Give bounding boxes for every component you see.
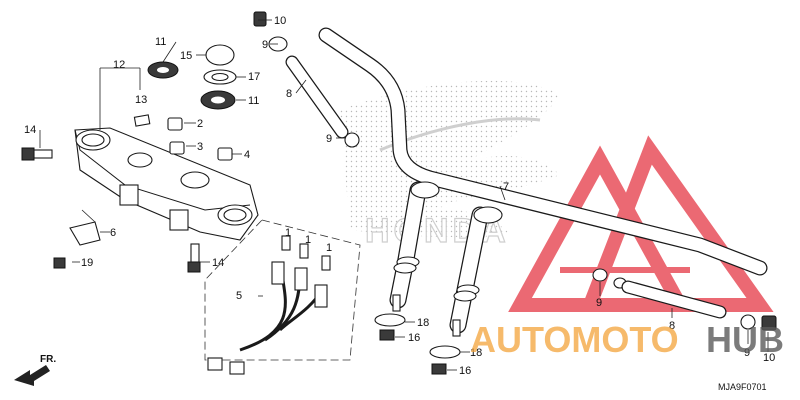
callout-17: 17 [248,71,260,83]
top-bridge [74,127,259,241]
wire-clamp-6 [69,209,101,246]
honda-wing-logo: HONDA [340,80,560,251]
plug-13 [133,114,151,127]
callout-9-lower-right: 9 [744,347,750,359]
callout-9-mid: 9 [326,133,332,145]
callout-16-b: 16 [459,365,471,377]
bolt-19 [53,257,66,269]
front-direction-label: FR. [40,354,56,365]
callout-18-a: 18 [417,317,429,329]
callout-3: 3 [197,141,203,153]
callout-1-b: 1 [305,234,311,246]
bar-end-upper [253,11,360,148]
callout-10-top: 10 [274,15,286,27]
callout-11-bottom: 11 [248,95,259,107]
callout-10-lower: 10 [763,352,775,364]
callout-15: 15 [180,50,192,62]
callout-18-b: 18 [470,347,482,359]
callout-1-a: 1 [285,227,291,239]
callout-14-left: 14 [24,124,36,136]
leader-lines [39,19,769,371]
callout-6: 6 [110,227,116,239]
watermark-hub: HUB [706,319,784,360]
callout-11-top: 11 [155,36,166,48]
bar-end-lower [592,268,777,331]
callout-8-lower: 8 [669,320,675,332]
callout-9-lower-left: 9 [596,297,602,309]
caps-2-3-4 [167,117,233,161]
callout-13: 13 [135,94,147,106]
diagram-code: MJA9F0701 [718,382,767,392]
bolt-14-lower [187,243,201,273]
callout-12: 12 [113,59,125,71]
handlebar [318,27,768,337]
watermark-text: AUTOMOTO HUB [470,319,784,360]
wire-harness [204,219,361,375]
callout-14-lower: 14 [212,257,224,269]
washers-16-18 [374,313,461,375]
callout-19: 19 [81,257,93,269]
callout-4: 4 [244,149,250,161]
watermark-automoto: AUTOMOTO [470,319,679,360]
callout-16-a: 16 [408,332,420,344]
callout-7: 7 [503,181,509,193]
washers-11-15-17 [147,44,237,110]
callout-9-top: 9 [262,39,268,51]
callouts: 11 15 17 11 12 13 2 3 4 14 6 19 14 5 1 1… [24,15,775,377]
callout-8-top: 8 [286,88,292,100]
front-direction-indicator: FR. [14,354,56,386]
callout-5: 5 [236,290,242,302]
callout-1-c: 1 [326,242,332,254]
bolt-14-left [21,147,53,161]
callout-2: 2 [197,118,203,130]
